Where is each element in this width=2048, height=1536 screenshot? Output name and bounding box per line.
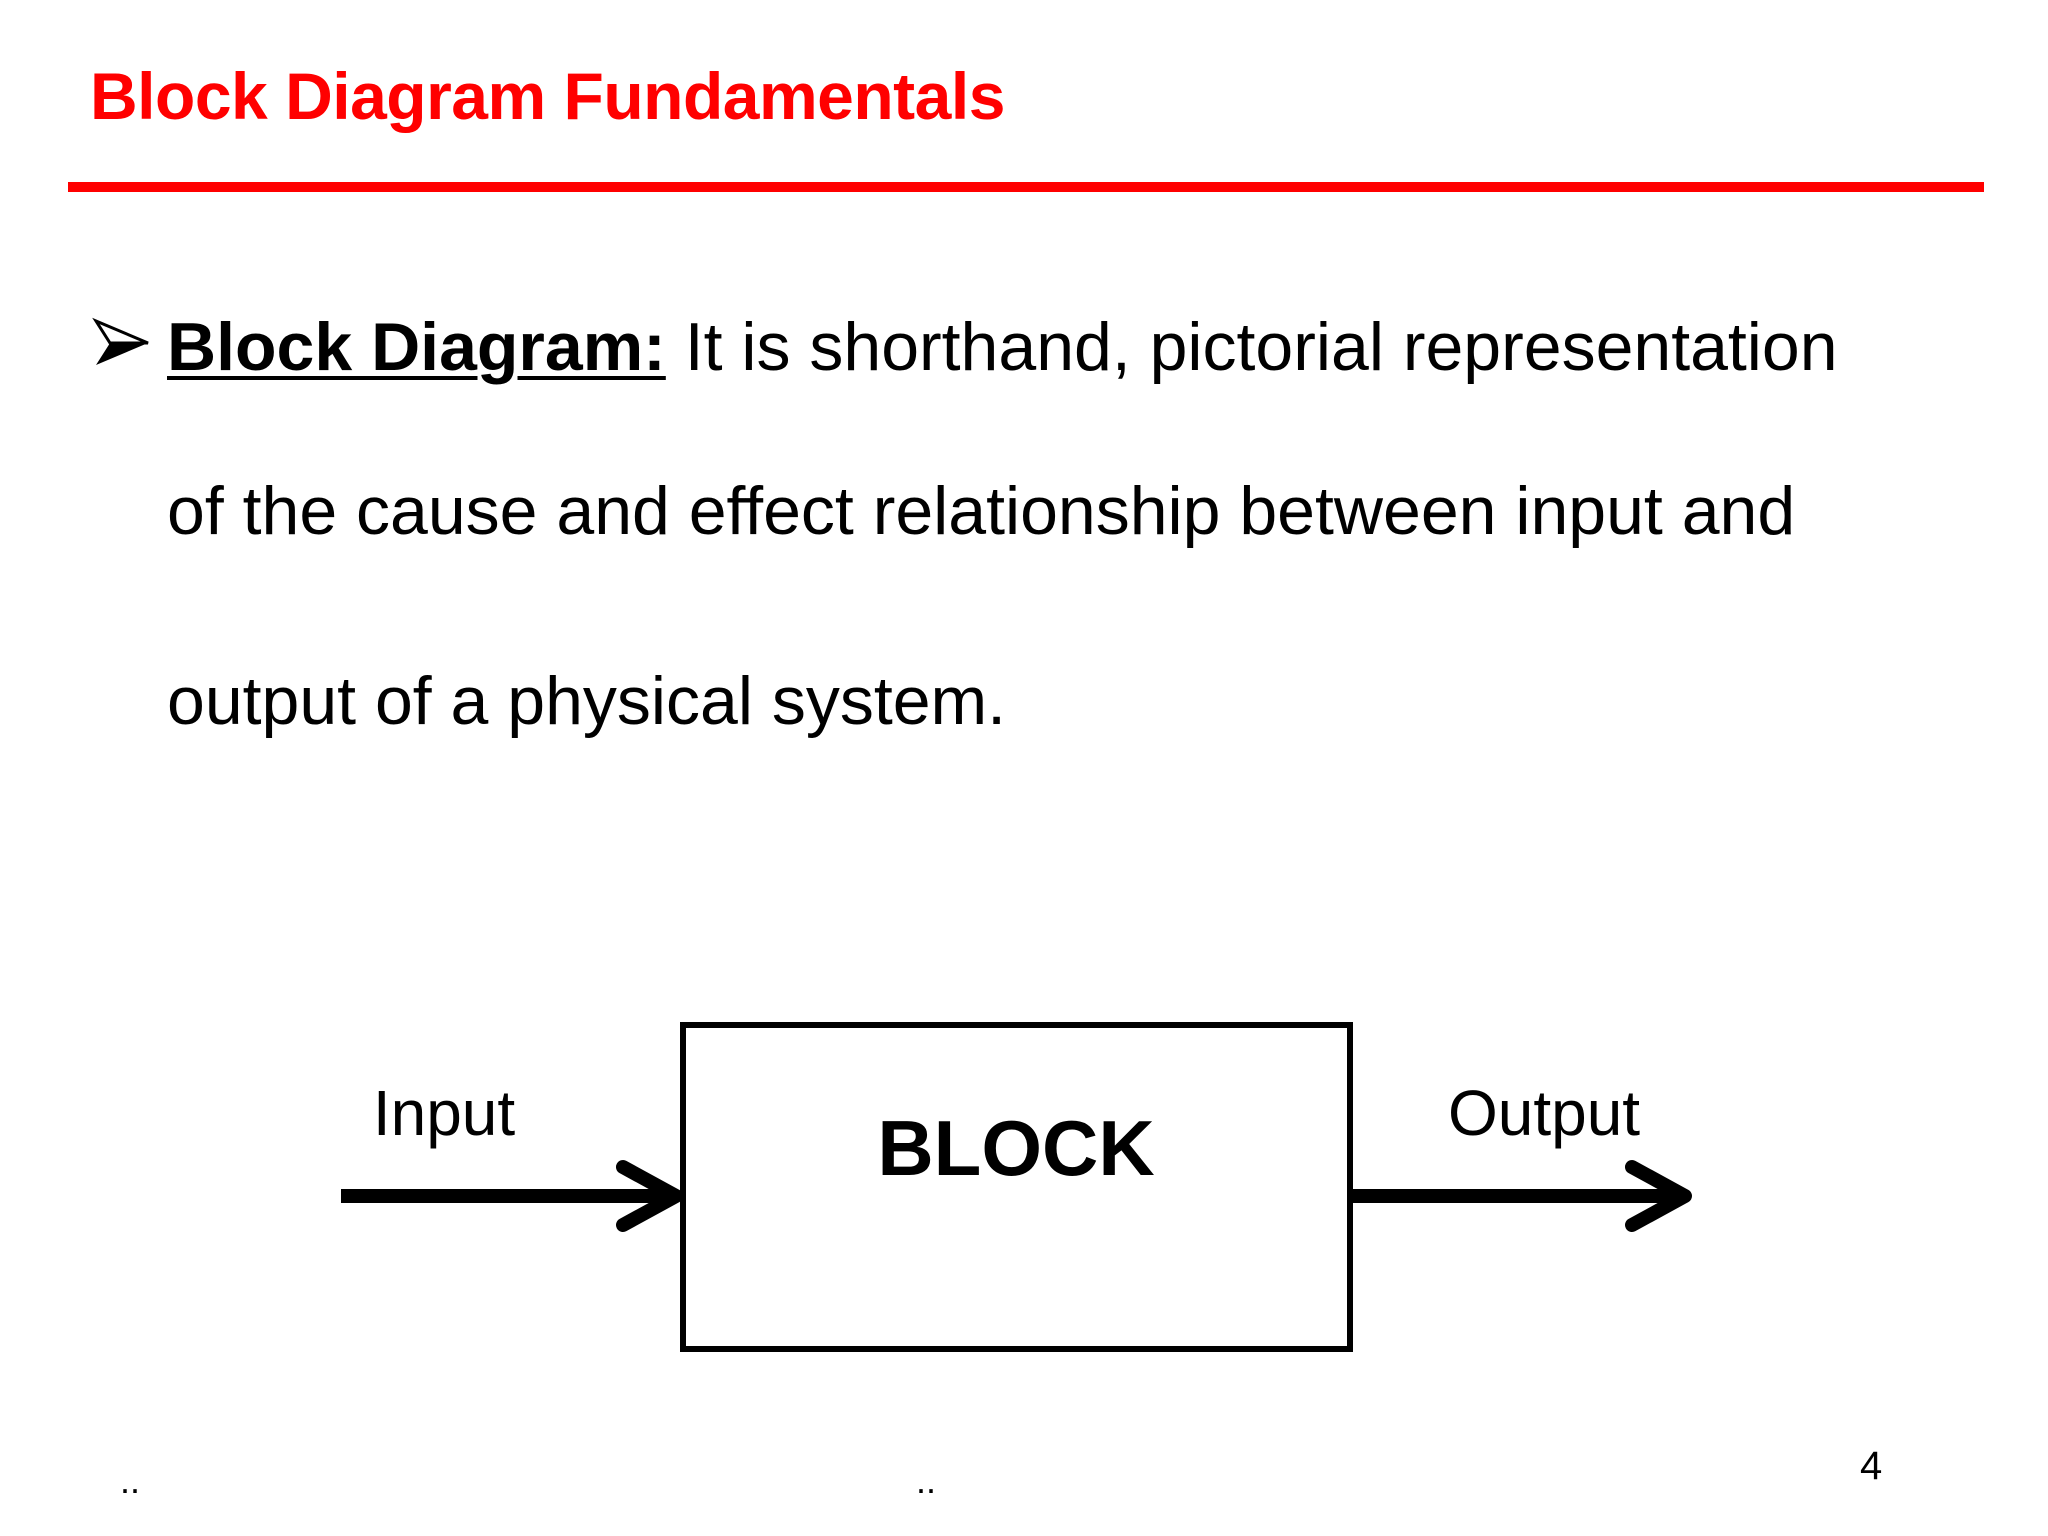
input-label: Input [373, 1077, 516, 1149]
definition-line-2: of the cause and effect relationship bet… [167, 473, 1796, 549]
input-arrow [341, 1160, 683, 1232]
footer-center-text: .. [916, 1460, 937, 1501]
arrowhead-bullet-icon [92, 317, 149, 365]
page-number: 4 [1860, 1444, 1883, 1488]
definition-line-3: output of a physical system. [167, 663, 1007, 739]
definition-term: Block Diagram: [167, 309, 666, 385]
block-label: BLOCK [877, 1104, 1154, 1192]
slide-title: Block Diagram Fundamentals [90, 59, 1005, 133]
title-divider [68, 182, 1984, 192]
footer-left-text: .. [120, 1460, 141, 1501]
output-label: Output [1448, 1077, 1640, 1149]
output-arrow [1353, 1160, 1692, 1232]
definition-text-1: It is shorthand, pictorial representatio… [665, 309, 1838, 385]
block-box [680, 1022, 1353, 1352]
definition-line-1: Block Diagram: It is shorthand, pictoria… [167, 313, 1838, 381]
